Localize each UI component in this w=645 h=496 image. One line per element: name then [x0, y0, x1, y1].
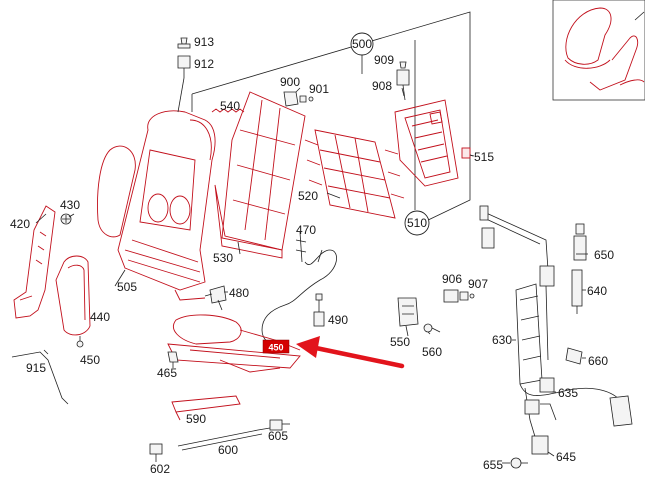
label-906[interactable]: 906: [442, 272, 462, 286]
cable-600[interactable]: [177, 419, 290, 451]
cap-912[interactable]: [177, 55, 191, 113]
highlight-tag[interactable]: 450: [262, 339, 290, 354]
label-655[interactable]: 655: [483, 458, 503, 472]
label-900[interactable]: 900: [280, 75, 300, 89]
label-650[interactable]: 650: [594, 248, 614, 262]
connector-550[interactable]: [397, 297, 419, 327]
label-515[interactable]: 515: [474, 150, 494, 164]
cap-913[interactable]: [177, 37, 191, 49]
label-660[interactable]: 660: [588, 354, 608, 368]
label-590[interactable]: 590: [186, 412, 206, 426]
latch-480[interactable]: [204, 285, 227, 311]
label-635[interactable]: 635: [558, 386, 578, 400]
group-circle-510: 510: [404, 210, 430, 236]
label-520[interactable]: 520: [298, 189, 318, 203]
label-913[interactable]: 913: [194, 35, 214, 49]
seat-thumbnail-icon: [552, 0, 645, 101]
label-440[interactable]: 440: [90, 310, 110, 324]
backrest-frame-530[interactable]: [214, 91, 306, 259]
label-600[interactable]: 600: [218, 443, 238, 457]
connector-650[interactable]: [573, 223, 587, 261]
part-labels: 913 912 900 901 540 909 908 515 520 430 …: [10, 35, 614, 476]
label-560[interactable]: 560: [422, 345, 442, 359]
label-505[interactable]: 505: [117, 280, 137, 294]
spring-540[interactable]: [211, 108, 245, 113]
label-530[interactable]: 530: [213, 251, 233, 265]
label-640[interactable]: 640: [587, 284, 607, 298]
switch-620[interactable]: [609, 395, 633, 427]
label-908[interactable]: 908: [372, 79, 392, 93]
label-490[interactable]: 490: [328, 313, 348, 327]
label-430[interactable]: 430: [60, 198, 80, 212]
label-915[interactable]: 915: [26, 361, 46, 375]
leader-lines: [35, 87, 588, 464]
bolt-450[interactable]: [76, 336, 84, 348]
label-901[interactable]: 901: [309, 82, 329, 96]
connector-515[interactable]: [461, 147, 474, 159]
label-450[interactable]: 450: [80, 353, 100, 367]
label-602[interactable]: 602: [150, 462, 170, 476]
clip-900[interactable]: [283, 91, 314, 107]
label-480[interactable]: 480: [229, 286, 249, 300]
label-630[interactable]: 630: [492, 333, 512, 347]
sensor-640[interactable]: [571, 269, 583, 314]
harness-630[interactable]: [479, 205, 621, 455]
lumbar-mat-520[interactable]: [304, 129, 405, 219]
connector-906[interactable]: [443, 289, 475, 303]
label-465[interactable]: 465: [157, 366, 177, 380]
plug-660[interactable]: [565, 347, 583, 365]
label-912[interactable]: 912: [194, 57, 214, 71]
backrest-shell-505[interactable]: [97, 110, 216, 301]
screw-560[interactable]: [423, 323, 441, 333]
connector-490[interactable]: [313, 293, 325, 327]
label-909[interactable]: 909: [374, 53, 394, 67]
label-550[interactable]: 550: [390, 335, 410, 349]
screw-430[interactable]: [60, 213, 72, 225]
label-540[interactable]: 540: [220, 99, 240, 113]
highlight-tag-text: 450: [268, 343, 283, 353]
label-645[interactable]: 645: [556, 450, 576, 464]
clip-465[interactable]: [167, 351, 179, 368]
label-470[interactable]: 470: [296, 223, 316, 237]
side-trim-420[interactable]: [13, 205, 56, 319]
connector-602[interactable]: [149, 443, 163, 462]
arrow-icon: [296, 336, 405, 369]
plug-909[interactable]: [396, 61, 410, 101]
label-907[interactable]: 907: [468, 277, 488, 291]
label-500[interactable]: 500: [352, 37, 372, 51]
bracket-590[interactable]: [171, 395, 241, 421]
label-420[interactable]: 420: [10, 217, 30, 231]
harness-470[interactable]: [261, 231, 337, 347]
rod-915[interactable]: [11, 349, 69, 405]
cover-440[interactable]: [55, 255, 91, 336]
group-box-500: 500: [191, 11, 471, 223]
control-unit-908[interactable]: [394, 99, 459, 187]
screw-655[interactable]: [510, 457, 528, 469]
label-605[interactable]: 605: [268, 429, 288, 443]
label-510[interactable]: 510: [407, 216, 427, 230]
